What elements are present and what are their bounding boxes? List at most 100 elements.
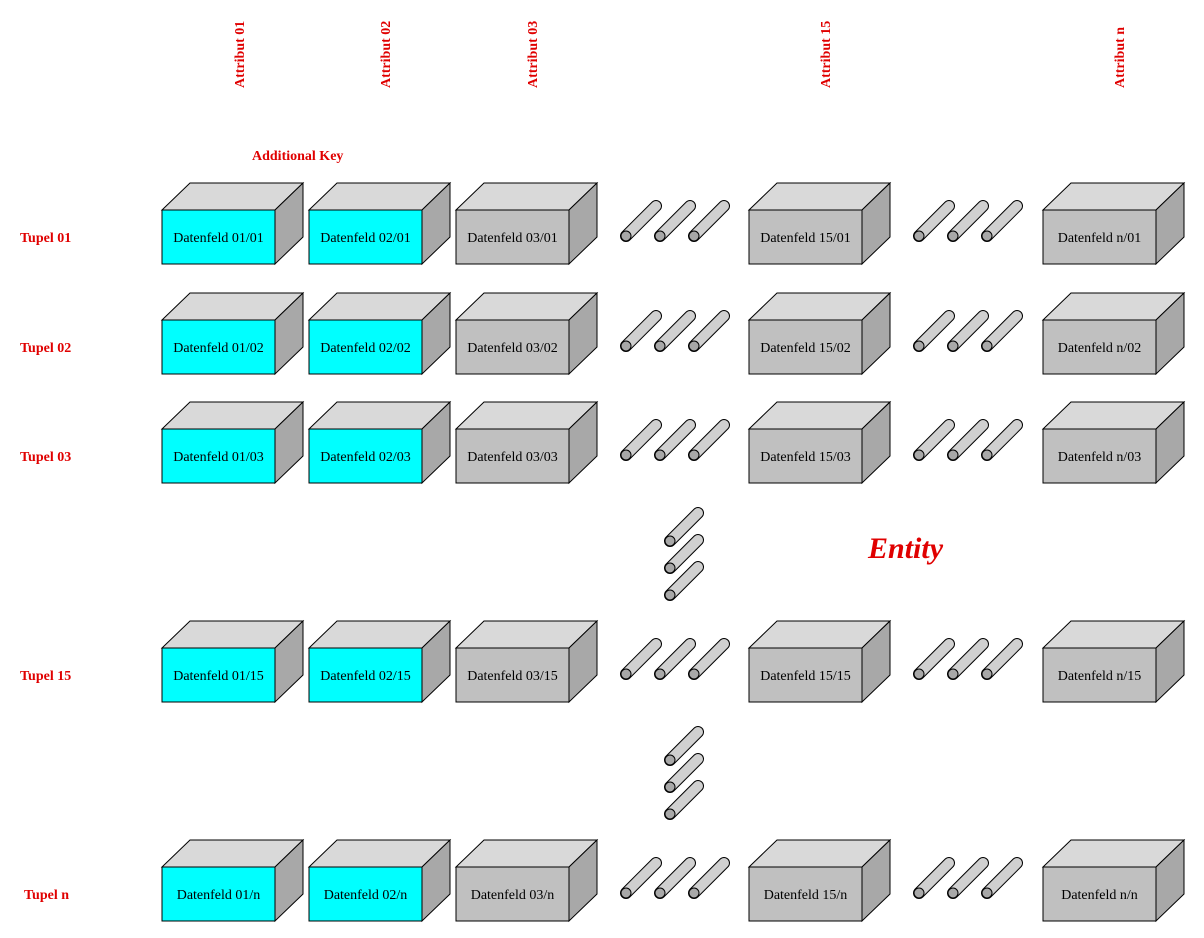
data-field-label: Datenfeld 03/02 [467,341,558,356]
data-field-label: Datenfeld 03/03 [467,450,558,465]
ellipsis-cylinder [620,857,662,899]
data-field-box: Datenfeld n/03 [1041,400,1186,485]
ellipsis-cylinder [913,419,955,461]
box-front-face [161,319,276,375]
data-field-box: Datenfeld 03/02 [454,291,599,376]
data-field-box: Datenfeld 01/01 [160,181,305,266]
ellipsis-cylinder [913,200,955,242]
ellipsis-cylinder [947,857,989,899]
data-field-box: Datenfeld 15/n [747,838,892,923]
ellipsis-cylinder [654,857,696,899]
data-field-box: Datenfeld 01/03 [160,400,305,485]
ellipsis-markers [620,200,1023,899]
horizontal-ellipsis [913,638,1023,680]
box-front-face [748,428,863,484]
horizontal-ellipsis [913,200,1023,242]
attribute-header: Attribut 15 [819,21,834,88]
data-field-box: Datenfeld n/01 [1041,181,1186,266]
box-front-face [1042,319,1157,375]
box-front-face [748,647,863,703]
box-front-face [161,866,276,922]
data-field-label: Datenfeld 03/01 [467,231,558,246]
box-front-face [748,319,863,375]
ellipsis-cylinder [947,638,989,680]
data-field-box: Datenfeld 01/15 [160,619,305,704]
ellipsis-cylinder [981,310,1023,352]
data-field-box: Datenfeld 02/01 [307,181,452,266]
ellipsis-cylinder [981,857,1023,899]
box-front-face [455,428,570,484]
box-front-face [308,209,423,265]
ellipsis-cylinder [654,310,696,352]
data-field-label: Datenfeld 15/n [764,888,848,903]
data-field-box: Datenfeld 15/02 [747,291,892,376]
box-front-face [455,209,570,265]
vertical-ellipsis [664,726,704,820]
data-field-box: Datenfeld 15/15 [747,619,892,704]
box-front-face [1042,866,1157,922]
data-field-box: Datenfeld 03/01 [454,181,599,266]
tuple-label: Tupel 03 [20,450,71,465]
ellipsis-cylinder [620,419,662,461]
box-front-face [308,647,423,703]
ellipsis-cylinder [664,753,704,793]
ellipsis-cylinder [688,638,730,680]
box-front-face [308,319,423,375]
tuple-label: Tupel n [24,888,69,903]
ellipsis-cylinder [913,310,955,352]
data-field-label: Datenfeld n/15 [1058,669,1142,684]
horizontal-ellipsis [620,857,730,899]
box-front-face [308,428,423,484]
horizontal-ellipsis [620,638,730,680]
ellipsis-cylinder [664,561,704,601]
entity-label: Entity [867,532,944,565]
data-field-box: Datenfeld 01/02 [160,291,305,376]
ellipsis-cylinder [688,419,730,461]
ellipsis-cylinder [620,638,662,680]
ellipsis-cylinder [981,638,1023,680]
ellipsis-cylinder [947,419,989,461]
horizontal-ellipsis [913,857,1023,899]
tuple-label: Tupel 02 [20,341,71,356]
data-field-label: Datenfeld n/n [1061,888,1138,903]
ellipsis-cylinder [688,310,730,352]
data-field-label: Datenfeld n/01 [1058,231,1142,246]
attribute-header: Attribut 02 [379,21,394,88]
data-field-label: Datenfeld 02/02 [320,341,411,356]
data-field-label: Datenfeld n/02 [1058,341,1142,356]
data-field-label: Datenfeld 01/02 [173,341,264,356]
data-field-box: Datenfeld n/15 [1041,619,1186,704]
data-field-label: Datenfeld 01/15 [173,669,264,684]
data-field-box: Datenfeld n/n [1041,838,1186,923]
ellipsis-cylinder [664,507,704,547]
box-front-face [161,647,276,703]
data-field-box: Datenfeld 03/n [454,838,599,923]
ellipsis-cylinder [664,780,704,820]
ellipsis-cylinder [947,310,989,352]
ellipsis-cylinder [913,857,955,899]
data-field-label: Datenfeld 15/15 [760,669,851,684]
ellipsis-cylinder [654,200,696,242]
box-front-face [1042,428,1157,484]
ellipsis-cylinder [981,419,1023,461]
additional-key-label: Additional Key [252,149,343,164]
data-field-label: Datenfeld 01/01 [173,231,264,246]
ellipsis-cylinder [664,726,704,766]
box-front-face [748,866,863,922]
box-front-face [455,866,570,922]
box-front-face [455,647,570,703]
ellipsis-cylinder [947,200,989,242]
attribute-header: Attribut n [1113,27,1128,88]
box-front-face [308,866,423,922]
tuple-label: Tupel 01 [20,231,71,246]
data-field-box: Datenfeld 01/n [160,838,305,923]
data-field-box: Datenfeld 15/03 [747,400,892,485]
data-field-label: Datenfeld 01/03 [173,450,264,465]
ellipsis-cylinder [620,200,662,242]
data-field-box: Datenfeld 03/03 [454,400,599,485]
data-field-label: Datenfeld 03/n [471,888,555,903]
data-field-box: Datenfeld 02/n [307,838,452,923]
data-field-label: Datenfeld 02/15 [320,669,411,684]
